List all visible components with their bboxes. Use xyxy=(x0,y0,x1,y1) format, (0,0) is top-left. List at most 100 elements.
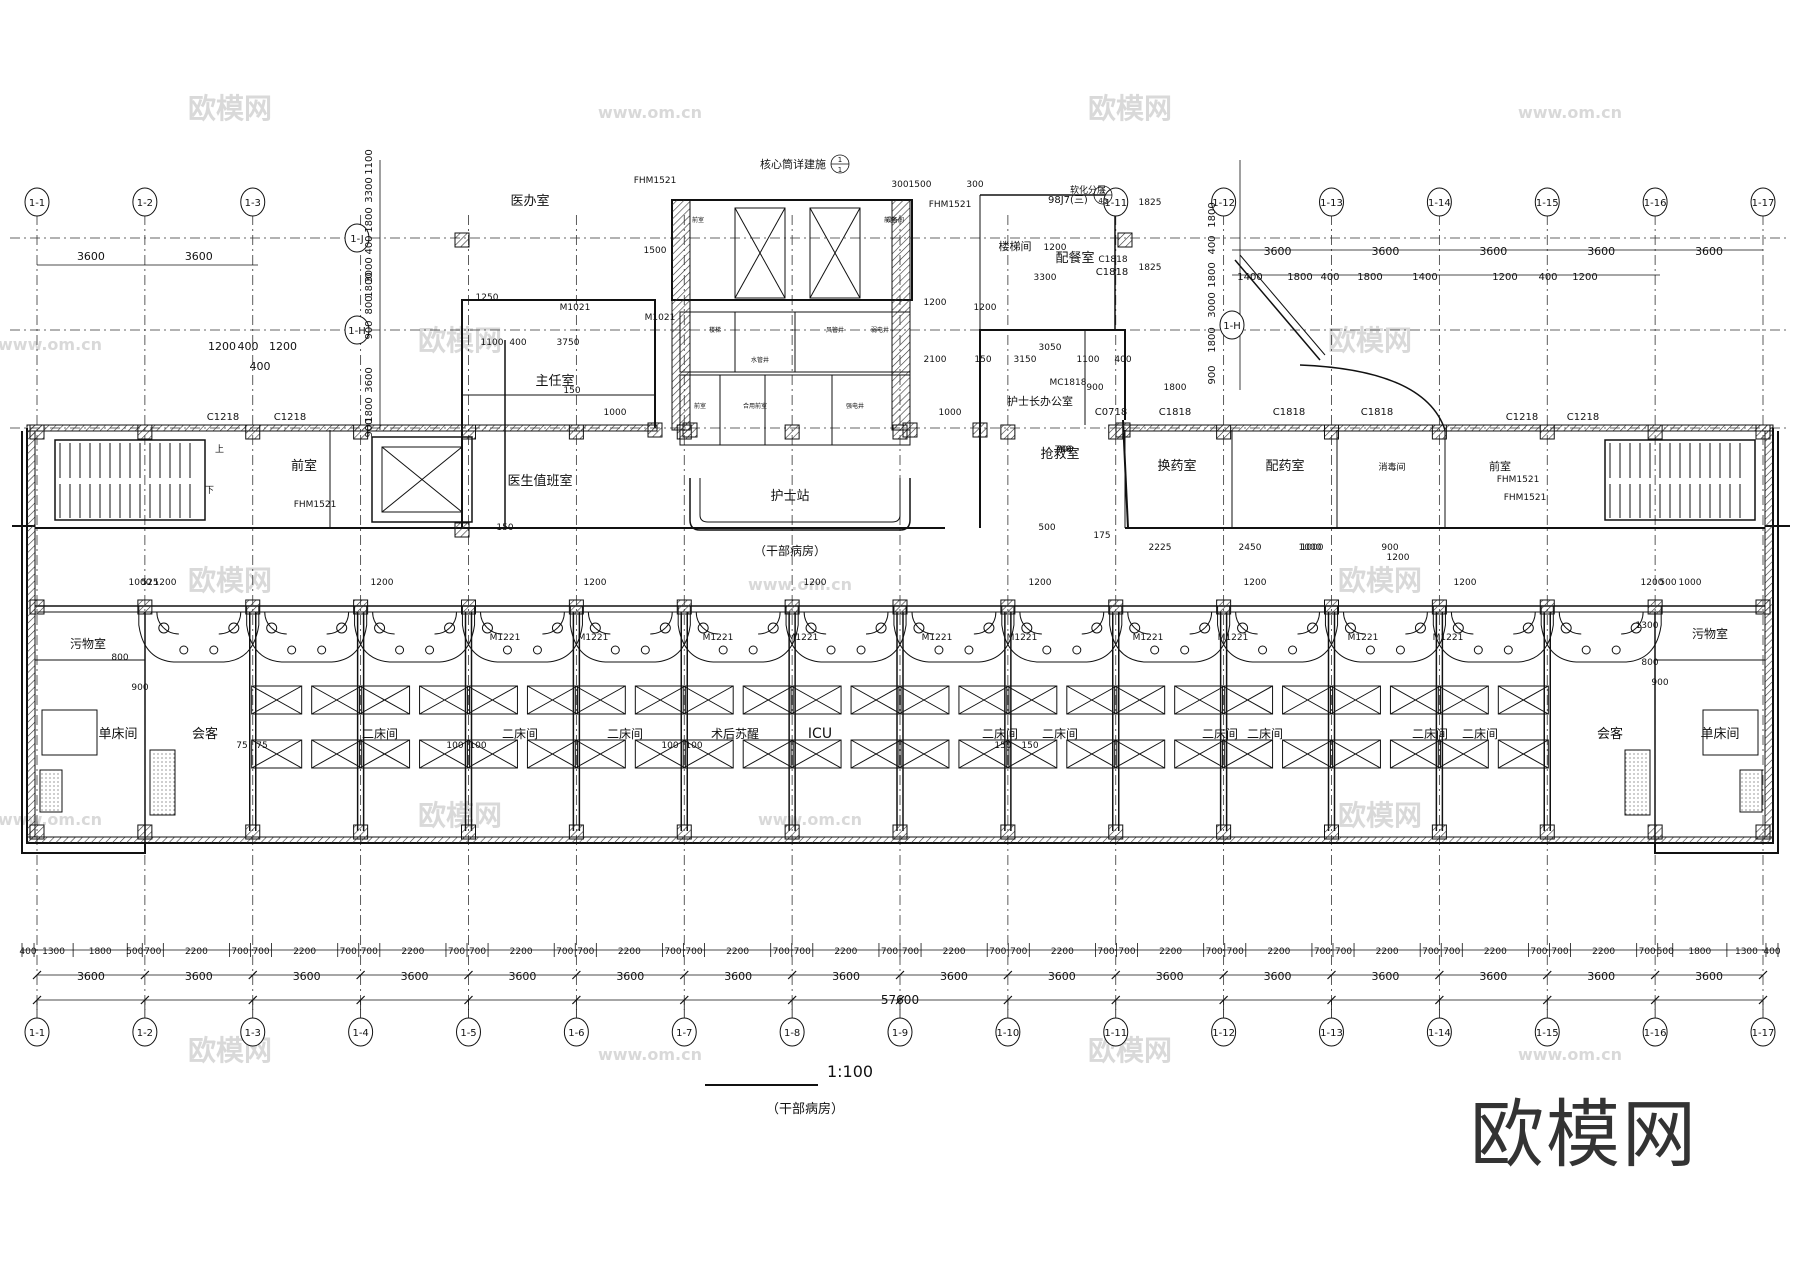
toilet-icon xyxy=(1021,622,1033,634)
dim-tick xyxy=(1219,970,1229,980)
dim-left-vertical: 1800 xyxy=(364,207,375,232)
axis-label-bottom: 1-9 xyxy=(892,1028,908,1039)
door-swing xyxy=(1405,611,1428,635)
door-window-tags: FHM1521FHM1521FHM1521FHM1521FHM1521C1218… xyxy=(207,176,1599,643)
column xyxy=(1431,824,1447,840)
sink-icon xyxy=(934,645,944,655)
dim-right-vertical: 3000 xyxy=(1207,292,1218,317)
axis-label-top: 1-13 xyxy=(1320,198,1343,209)
bed-icon xyxy=(1222,685,1274,715)
dim-core: 1200 xyxy=(974,303,997,313)
toilet-icon xyxy=(697,622,709,634)
dim-top-right-a: 400 xyxy=(1320,272,1339,283)
toilet-icon xyxy=(1199,622,1211,634)
door-tag: M1221 xyxy=(1007,633,1038,643)
sink-icon xyxy=(826,645,836,655)
dim-bay: 3600 xyxy=(1587,970,1615,983)
sink-icon xyxy=(502,645,512,655)
toilet-icon xyxy=(805,622,817,634)
toilet-icon xyxy=(444,622,456,634)
dim-detail: 1800 xyxy=(1688,947,1711,957)
bed-cross xyxy=(1174,685,1225,715)
core-room-label: 弱电井 xyxy=(871,326,889,334)
column xyxy=(1108,599,1124,615)
bed-cross xyxy=(1114,739,1165,769)
dim-bay: 3600 xyxy=(508,970,536,983)
toilet-icon xyxy=(228,622,240,634)
dim-core: 900 xyxy=(1651,678,1668,688)
door-tag: M1221 xyxy=(578,633,609,643)
bed-icon xyxy=(526,685,578,715)
dim-detail: 700 xyxy=(577,947,594,957)
axis-label-bottom: 1-15 xyxy=(1536,1028,1559,1039)
axis-bubble-bottom xyxy=(456,1017,481,1047)
column xyxy=(568,599,584,615)
bed-cross xyxy=(1498,685,1549,715)
axis-bubble-bottom xyxy=(779,1017,805,1047)
core-room-label: 楼梯 xyxy=(709,326,721,334)
axis-bubble-bottom xyxy=(887,1017,913,1047)
bed-cross xyxy=(467,685,518,715)
dim-bay: 3600 xyxy=(401,970,429,983)
column xyxy=(461,599,476,615)
column xyxy=(1647,424,1663,440)
dim-top-right-b: 1200 xyxy=(1492,272,1517,283)
core-room-label: 前室 xyxy=(692,216,704,224)
top-cut-label: 楼梯间 xyxy=(999,239,1032,253)
bathroom-pod xyxy=(893,606,1015,663)
fire-door-tag: FHM1521 xyxy=(929,200,972,210)
dim-top-right: 3600 xyxy=(1479,245,1507,258)
dim-detail: 1800 xyxy=(89,947,112,957)
svg-text:1: 1 xyxy=(1101,187,1105,195)
bathroom-pod xyxy=(246,606,368,663)
bed-icon xyxy=(1174,685,1226,715)
toilet-icon xyxy=(1091,622,1103,634)
bed-cross xyxy=(742,739,794,769)
dim-bay: 3600 xyxy=(1371,970,1399,983)
dim-core: 700 xyxy=(1054,445,1071,455)
detail-reference: 软化分层 98J7(三) 1 45 xyxy=(1048,184,1113,206)
bathroom-pod xyxy=(785,606,907,663)
dim-right-vertical: 900 xyxy=(1207,365,1218,384)
room-dispensing: 配药室 xyxy=(1265,458,1304,474)
bathroom-pod xyxy=(1001,606,1123,663)
door-tag: M1221 xyxy=(1218,633,1249,643)
room-dirty-left: 污物室 xyxy=(70,636,106,651)
bed-icon xyxy=(1066,739,1118,769)
toilet-icon xyxy=(659,622,671,634)
axis-bubble-bottom xyxy=(1103,1017,1129,1047)
dim-top-right: 3600 xyxy=(1695,245,1723,258)
logo-watermark: 欧模网 xyxy=(1088,1034,1172,1067)
bed-cross xyxy=(1066,685,1118,715)
dim-right-vertical: 1800 xyxy=(1207,262,1218,287)
bed-cross xyxy=(1330,739,1381,769)
core-small-labels: 前室前室楼梯水管井风管井合用前室前室强电井弱电井设备间 xyxy=(692,216,904,410)
bed-cross xyxy=(898,685,950,715)
bathroom-pod xyxy=(569,606,691,663)
axis-label-top: 1-2 xyxy=(137,198,153,209)
dim-core: 700 xyxy=(1056,445,1073,455)
column xyxy=(1216,599,1232,615)
sink-icon xyxy=(395,645,405,655)
dim-detail: 1300 xyxy=(42,947,65,957)
bed-icon xyxy=(1389,739,1441,769)
door-swing xyxy=(480,611,503,635)
axis-label-right: 1-H xyxy=(1223,321,1241,332)
bed-cross xyxy=(790,739,842,769)
sink-icon xyxy=(425,645,435,655)
axis-label-bottom: 1-11 xyxy=(1104,1028,1127,1039)
dim-top-left-detail: 1200 xyxy=(208,340,236,353)
column xyxy=(784,824,800,840)
dim-bay: 3600 xyxy=(1695,970,1723,983)
axis-bubble-right xyxy=(1219,310,1245,340)
double-room-labels: 二床间二床间二床间二床间二床间二床间二床间二床间二床间 xyxy=(362,727,1498,741)
axis-bubble-bottom xyxy=(1211,1017,1237,1047)
dim-detail: 700 xyxy=(1551,947,1568,957)
bed-icon xyxy=(1329,685,1381,715)
dim-left-vertical: 1800 xyxy=(364,272,375,297)
room-rescue: 抢救室 xyxy=(1040,446,1079,462)
bed-cross xyxy=(635,685,686,715)
bed-cross xyxy=(311,685,362,715)
